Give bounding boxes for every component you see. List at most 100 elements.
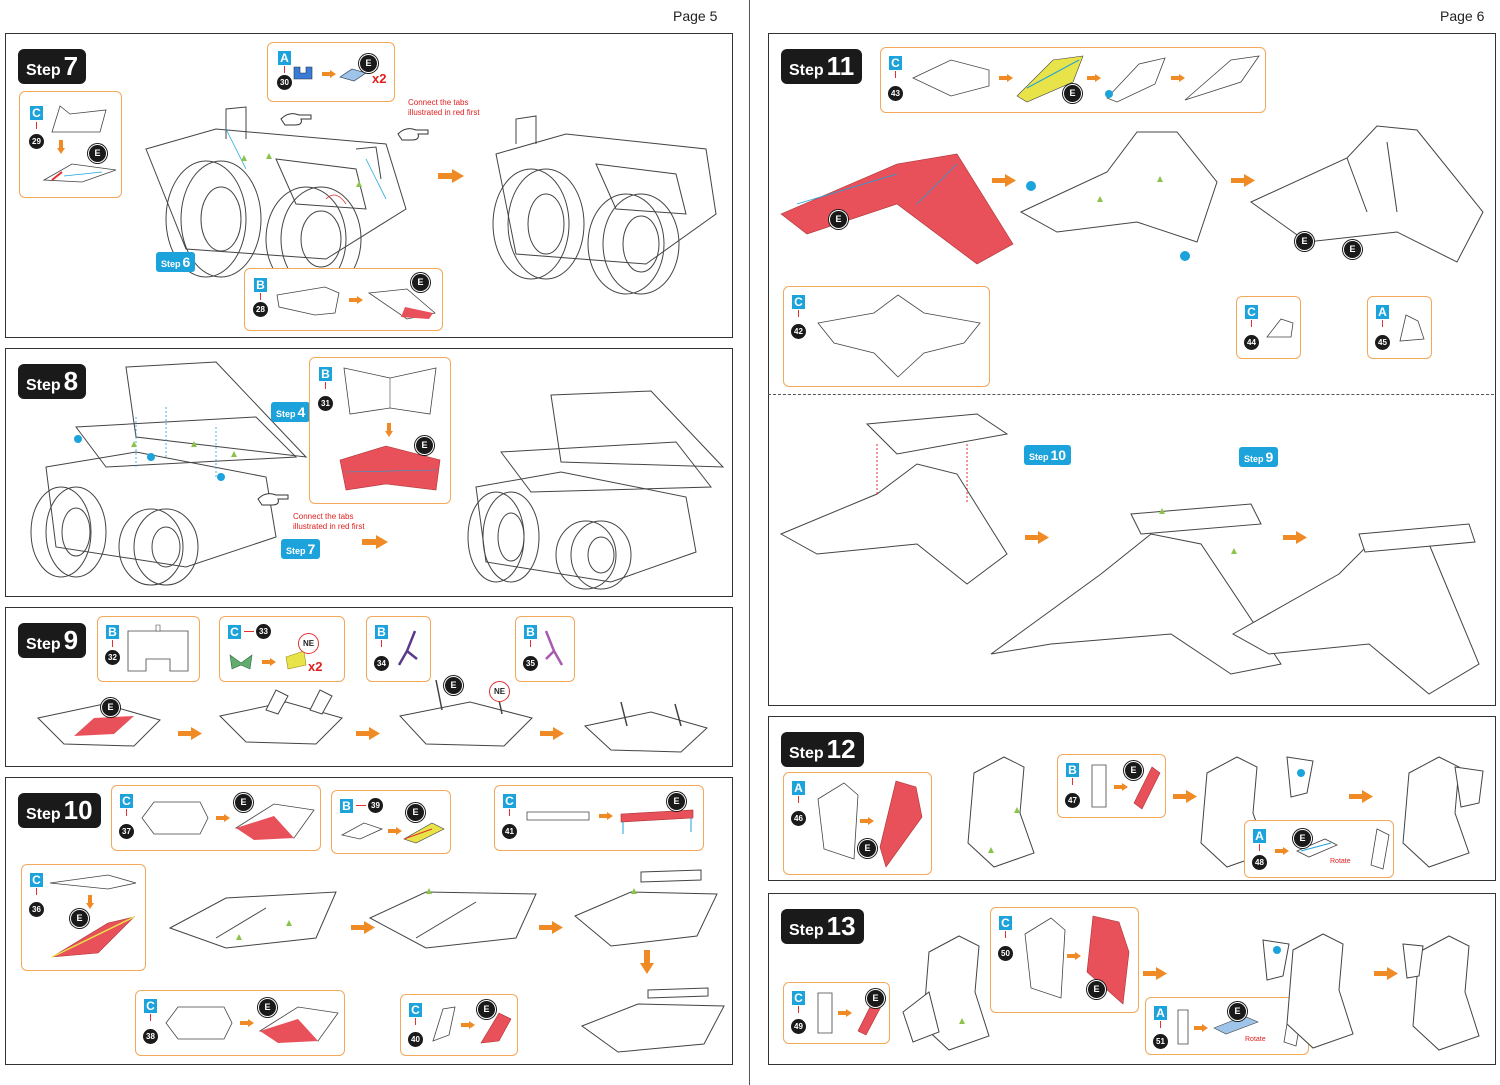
- upper-hull-exploded-drawing: [779, 413, 1009, 585]
- part-sheet-letter: A: [278, 51, 291, 65]
- next-arrow: [1173, 790, 1197, 803]
- part-number: 50: [998, 946, 1013, 961]
- part-47-folded-icon: [1133, 766, 1161, 810]
- part-sheet-letter: C: [30, 106, 43, 120]
- e-mark: E: [858, 839, 877, 858]
- part-46-flat-icon: [817, 782, 859, 860]
- step-12-panel: Step 12 A 46 E B 47 E A 48 E Rotate: [768, 716, 1496, 881]
- process-arrow: [461, 1021, 475, 1029]
- part-inset-c40: C 40 E: [400, 994, 518, 1056]
- part-inset-c43: C 43 E: [880, 47, 1266, 113]
- quantity-x2: x2: [308, 659, 323, 674]
- part-number: 42: [791, 324, 806, 339]
- part-sheet-letter: A: [1154, 1006, 1167, 1020]
- part-number: 29: [29, 134, 44, 149]
- part-37-flat-icon: [141, 801, 209, 835]
- e-mark: E: [359, 54, 378, 73]
- rear-leg-result-drawing: [1402, 756, 1484, 868]
- part-sheet-letter: A: [792, 781, 805, 795]
- part-sheet-letter: C: [792, 295, 805, 309]
- front-body-result-drawing: [580, 987, 725, 1053]
- step-number: 12: [826, 734, 856, 764]
- part-sheet-letter: B: [340, 799, 353, 813]
- down-arrow: [57, 140, 65, 154]
- part-33-folded-icon: [285, 650, 307, 670]
- process-arrow: [1114, 783, 1128, 791]
- e-mark: E: [70, 909, 89, 928]
- part-41-flat-icon: [526, 811, 590, 821]
- step-ref-number: 10: [1050, 447, 1067, 463]
- process-arrow: [838, 1009, 852, 1017]
- part-number: 48: [1252, 855, 1267, 870]
- part-32-flat-icon: [127, 624, 189, 672]
- process-arrow: [322, 70, 336, 78]
- rotate-label: Rotate: [1330, 858, 1351, 865]
- part-31-flat-icon: [343, 367, 437, 415]
- part-28-folded-icon: [367, 288, 436, 320]
- note-line-1: Connect the tabs: [293, 512, 354, 521]
- part-sheet-letter: C: [409, 1003, 422, 1017]
- front-wing-assembly-drawing: [1019, 131, 1218, 261]
- part-31-folded-icon: [339, 445, 441, 491]
- rotate-label: Rotate: [1245, 1036, 1266, 1043]
- step-word: Step: [26, 636, 61, 653]
- note-line-1: Connect the tabs: [408, 98, 469, 107]
- step-10-panel: Step 10 C 37 E B 39 E C 41 E C 36: [5, 777, 733, 1065]
- part-sheet-letter: C: [999, 916, 1012, 930]
- note-line-2: illustrated in red first: [408, 108, 480, 117]
- e-mark: E: [1228, 1002, 1247, 1021]
- part-28-flat-icon: [276, 286, 340, 316]
- step-word: Step: [789, 922, 824, 939]
- part-42-flat-icon: [817, 294, 981, 378]
- pointing-hand-icon: [257, 493, 289, 506]
- part-45-icon: [1399, 314, 1425, 342]
- step-word: Step: [1029, 452, 1049, 462]
- part-sheet-letter: B: [106, 625, 119, 639]
- step-number: 8: [63, 366, 79, 396]
- e-mark: E: [667, 792, 686, 811]
- part-43-step-2-icon: [1105, 57, 1166, 103]
- step-9-panel: Step 9 B 32 C 33 NE x2 B 34 B 35 E E NE: [5, 607, 733, 767]
- e-mark: E: [477, 1000, 496, 1019]
- quantity-x2: x2: [372, 71, 387, 86]
- part-40-folded-icon: [480, 1012, 512, 1044]
- part-sheet-letter: C: [889, 56, 902, 70]
- down-arrow: [640, 950, 654, 974]
- process-arrow: [1275, 847, 1289, 855]
- page-5-label: Page 5: [673, 8, 718, 24]
- step-number: 11: [826, 51, 855, 81]
- part-inset-c50: C 50 E: [990, 907, 1139, 1013]
- part-inset-b28: B 28 E: [244, 268, 443, 331]
- part-48-rotated-icon: [1370, 828, 1390, 870]
- e-mark: E: [406, 803, 425, 822]
- step-word: Step: [1244, 454, 1264, 464]
- step-badge: Step 7: [18, 49, 87, 84]
- front-leg-drawing-1: [902, 935, 990, 1051]
- part-sheet-letter: B: [1066, 763, 1079, 777]
- next-arrow: [1143, 967, 1167, 980]
- part-number: 44: [1244, 335, 1259, 350]
- part-inset-c41: C 41 E: [494, 785, 704, 851]
- part-inset-b47: B 47 E: [1057, 754, 1166, 818]
- hull-seat-assembly-drawing: [990, 503, 1282, 675]
- step-word: Step: [26, 62, 61, 79]
- front-body-drawing-1: [168, 891, 337, 949]
- batmobile-assembly-drawing: [145, 106, 407, 292]
- part-number: 38: [143, 1029, 158, 1044]
- part-sheet-letter: C: [144, 999, 157, 1013]
- step-word: Step: [286, 546, 306, 556]
- part-inset-c29: C 29 E: [19, 91, 122, 198]
- e-mark: E: [1087, 980, 1106, 999]
- e-mark: E: [1295, 232, 1314, 251]
- hull-seat-result-drawing: [1231, 523, 1480, 695]
- part-30-folded-icon: [339, 68, 367, 82]
- part-number: 31: [318, 396, 333, 411]
- page-6-label: Page 6: [1440, 8, 1485, 24]
- part-inset-b32: B 32: [97, 616, 200, 682]
- batmobile-result-drawing: [492, 115, 717, 295]
- part-39-flat-icon: [340, 822, 384, 840]
